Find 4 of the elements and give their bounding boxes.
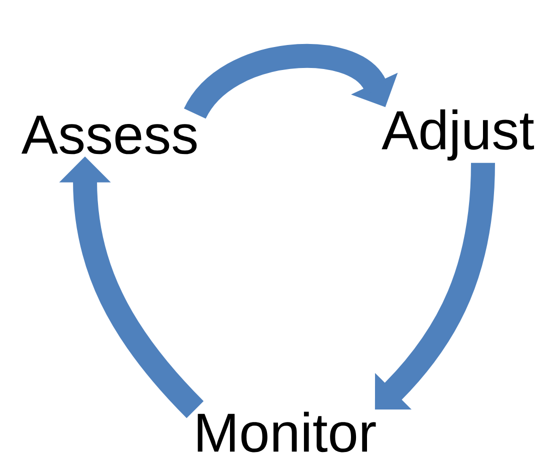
- step-label: Assess: [21, 116, 197, 154]
- step-label: Monitor: [198, 412, 376, 452]
- curved-arrow: [374, 162, 495, 410]
- step-label: Adjust: [382, 109, 534, 161]
